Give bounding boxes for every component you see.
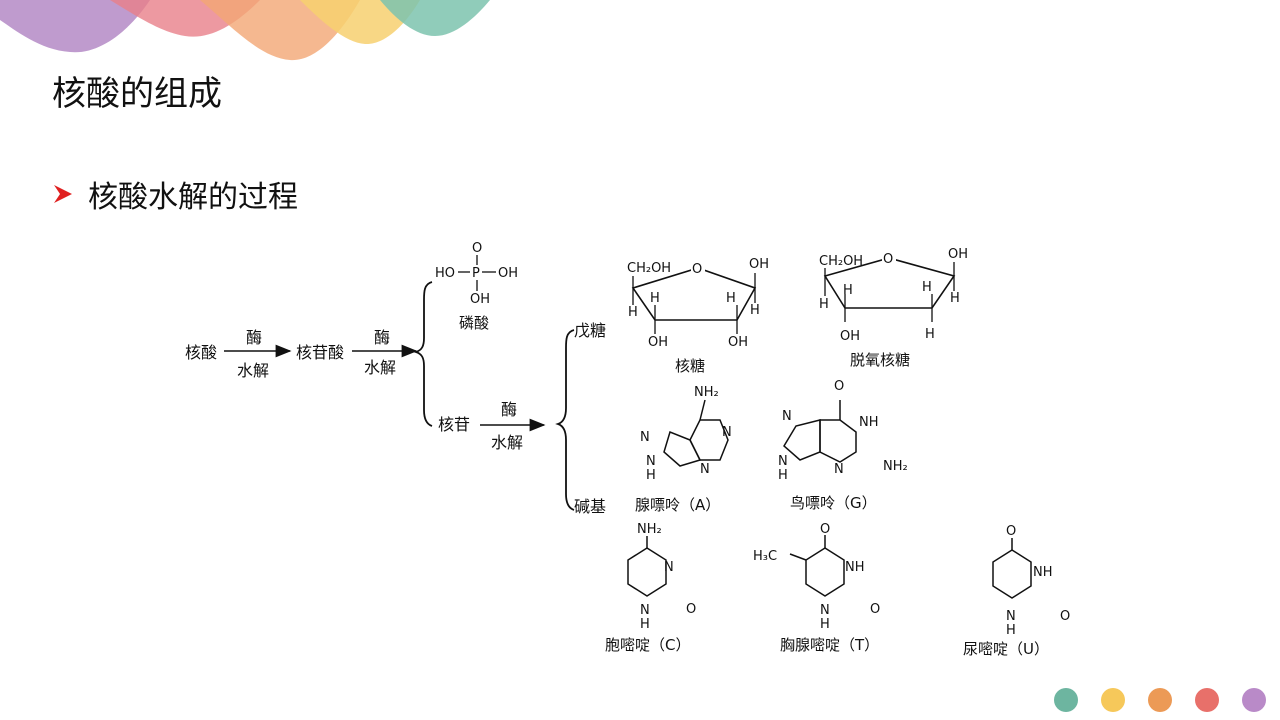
guanine-h: H	[778, 468, 788, 483]
uracil-n1: N	[1006, 609, 1016, 624]
thymine-h: H	[820, 617, 830, 632]
svg-text:H: H	[922, 280, 932, 295]
svg-text:H: H	[843, 283, 853, 298]
cytosine-h: H	[640, 617, 650, 632]
label-hydrolysis-2: 水解	[364, 358, 396, 377]
thymine-ch3: H₃C	[753, 549, 777, 564]
brace-1	[413, 281, 433, 427]
guanine-nh: NH	[859, 415, 879, 430]
phosphate-oh-bottom: OH	[470, 292, 490, 307]
svg-text:O: O	[692, 262, 702, 277]
cytosine-n3: N	[664, 560, 674, 575]
label-cytosine: 胞嘧啶（C）	[605, 636, 690, 654]
label-adenine: 腺嘌呤（A）	[635, 496, 720, 514]
cytosine-structure	[627, 536, 667, 597]
uracil-o-top: O	[1006, 524, 1016, 539]
cytosine-o: O	[686, 602, 696, 617]
wave-teal	[380, 0, 490, 36]
label-phosphoric-acid: 磷酸	[459, 314, 489, 332]
page-title: 核酸的组成	[52, 74, 222, 114]
bullet-arrow-icon	[54, 185, 72, 203]
svg-text:H: H	[628, 305, 638, 320]
svg-text:CH₂OH: CH₂OH	[627, 261, 671, 276]
label-ribose: 核糖	[675, 357, 705, 375]
svg-text:O: O	[883, 252, 893, 267]
label-enzyme-1: 酶	[246, 328, 262, 347]
phosphate-ho: HO	[435, 266, 455, 281]
uracil-h: H	[1006, 623, 1016, 638]
dot-teal	[1054, 688, 1078, 712]
label-hydrolysis-1: 水解	[237, 361, 269, 380]
svg-text:H: H	[950, 291, 960, 306]
guanine-n7: N	[782, 409, 792, 424]
thymine-structure	[789, 535, 845, 597]
brace-2	[555, 329, 575, 511]
decorative-dots	[1054, 688, 1266, 712]
uracil-structure	[992, 538, 1032, 599]
adenine-nh2: NH₂	[694, 385, 719, 400]
thymine-n1: N	[820, 603, 830, 618]
label-pentose: 戊糖	[574, 321, 606, 340]
thymine-o-top: O	[820, 522, 830, 537]
svg-text:OH: OH	[840, 329, 860, 344]
bullet-item: 核酸水解的过程	[52, 172, 298, 216]
adenine-n9: N	[646, 454, 656, 469]
label-thymine: 胸腺嘧啶（T）	[780, 636, 879, 654]
svg-text:CH₂OH: CH₂OH	[819, 254, 863, 269]
decorative-waves	[0, 0, 490, 61]
svg-text:OH: OH	[728, 335, 748, 350]
phosphate-p: P	[472, 266, 480, 281]
bullet-text: 核酸水解的过程	[88, 180, 298, 215]
dot-yellow	[1101, 688, 1125, 712]
svg-text:H: H	[819, 297, 829, 312]
phosphate-o-top: O	[472, 241, 482, 256]
adenine-n7: N	[640, 430, 650, 445]
thymine-nh: NH	[845, 560, 865, 575]
cytosine-n1: N	[640, 603, 650, 618]
svg-text:H: H	[650, 291, 660, 306]
guanine-o: O	[834, 379, 844, 394]
guanine-n9: N	[778, 454, 788, 469]
adenine-n1: N	[722, 425, 732, 440]
label-enzyme-3: 酶	[501, 400, 517, 419]
svg-text:H: H	[726, 291, 736, 306]
uracil-nh: NH	[1033, 565, 1053, 580]
guanine-nh2: NH₂	[883, 459, 908, 474]
cytosine-nh2: NH₂	[637, 522, 662, 537]
deoxyribose-structure: O CH₂OH OH H H H H OH H	[819, 247, 968, 344]
label-nucleic-acid: 核酸	[185, 343, 217, 362]
thymine-o: O	[870, 602, 880, 617]
svg-text:OH: OH	[648, 335, 668, 350]
label-uracil: 尿嘧啶（U）	[963, 640, 1049, 658]
adenine-n3: N	[700, 462, 710, 477]
guanine-n3: N	[834, 462, 844, 477]
adenine-structure	[663, 399, 729, 467]
label-enzyme-2: 酶	[374, 328, 390, 347]
adenine-h: H	[646, 468, 656, 483]
phosphate-oh-right: OH	[498, 266, 518, 281]
svg-text:H: H	[750, 303, 760, 318]
label-deoxyribose: 脱氧核糖	[850, 351, 910, 369]
svg-text:OH: OH	[749, 257, 769, 272]
label-hydrolysis-3: 水解	[491, 433, 523, 452]
svg-text:OH: OH	[948, 247, 968, 262]
dot-orange	[1148, 688, 1172, 712]
wave-purple	[0, 0, 150, 53]
label-base: 碱基	[574, 497, 606, 516]
label-nucleotide: 核苷酸	[296, 343, 344, 362]
ribose-structure: O CH₂OH OH H H H H OH OH	[627, 257, 769, 350]
dot-purple	[1242, 688, 1266, 712]
dot-red	[1195, 688, 1219, 712]
label-guanine: 鸟嘌呤（G）	[790, 494, 877, 512]
uracil-o: O	[1060, 609, 1070, 624]
guanine-structure	[783, 400, 857, 463]
svg-text:H: H	[925, 327, 935, 342]
label-nucleoside: 核苷	[438, 415, 470, 434]
